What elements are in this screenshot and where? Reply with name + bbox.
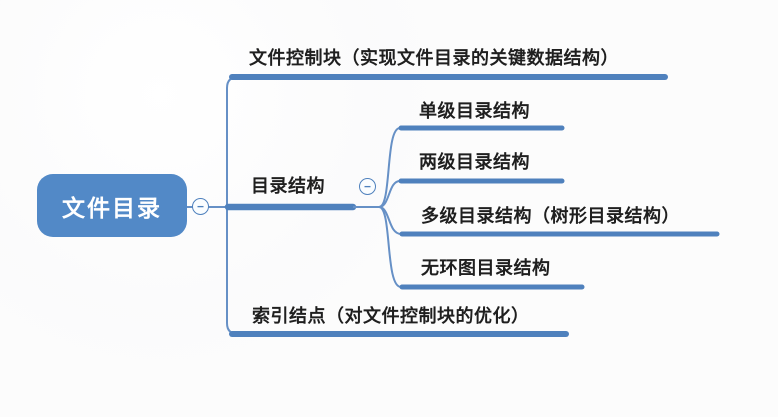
topic-single-level-directory[interactable]: 单级目录结构 — [419, 101, 530, 121]
minus-icon: − — [363, 179, 371, 193]
root-node-file-directory[interactable]: 文件目录 — [37, 174, 187, 237]
minus-icon: − — [196, 199, 204, 213]
collapse-button-root[interactable]: − — [192, 198, 209, 215]
topic-file-control-block[interactable]: 文件控制块（实现文件目录的关键数据结构） — [249, 48, 619, 68]
root-node-label: 文件目录 — [62, 194, 162, 221]
topic-multi-level-directory[interactable]: 多级目录结构（树形目录结构） — [421, 206, 680, 226]
connector-child-single-level — [378, 127, 401, 208]
connector-child-two-level — [378, 180, 401, 208]
topic-index-node[interactable]: 索引结点（对文件控制块的优化） — [252, 306, 530, 326]
topic-two-level-directory[interactable]: 两级目录结构 — [419, 152, 530, 172]
collapse-button-directory-structure[interactable]: − — [359, 178, 376, 195]
topic-directory-structure[interactable]: 目录结构 — [251, 176, 325, 196]
topic-acyclic-graph-directory[interactable]: 无环图目录结构 — [421, 258, 551, 278]
connector-child-acyclic — [378, 206, 402, 288]
